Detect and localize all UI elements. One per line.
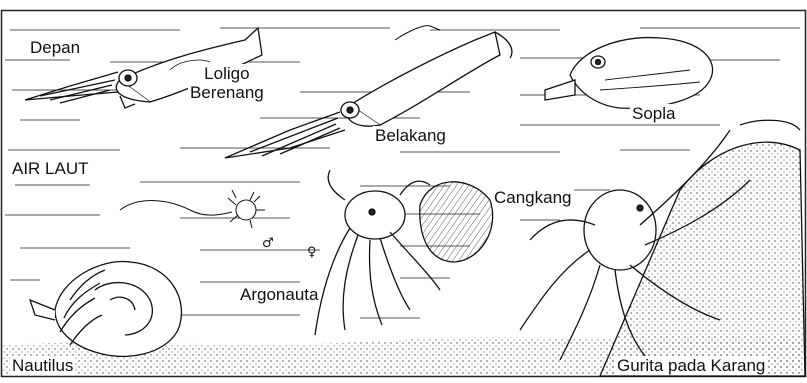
label-gurita: Gurita pada Karang [615,356,767,375]
label-loligo: Loligo [190,64,264,83]
label-loligo-berenang: Loligo Berenang [188,64,266,102]
label-argonauta: Argonauta [238,285,320,304]
label-depan: Depan [28,38,82,57]
label-berenang: Berenang [190,83,264,102]
label-cangkang: Cangkang [492,188,574,207]
label-belakang: Belakang [373,126,448,145]
label-air-laut: AIR LAUT [10,159,91,178]
female-symbol: ♀ [307,245,317,260]
label-nautilus: Nautilus [10,356,75,375]
male-symbol: ♂ [262,236,274,251]
label-sopla: Sopla [630,104,677,123]
